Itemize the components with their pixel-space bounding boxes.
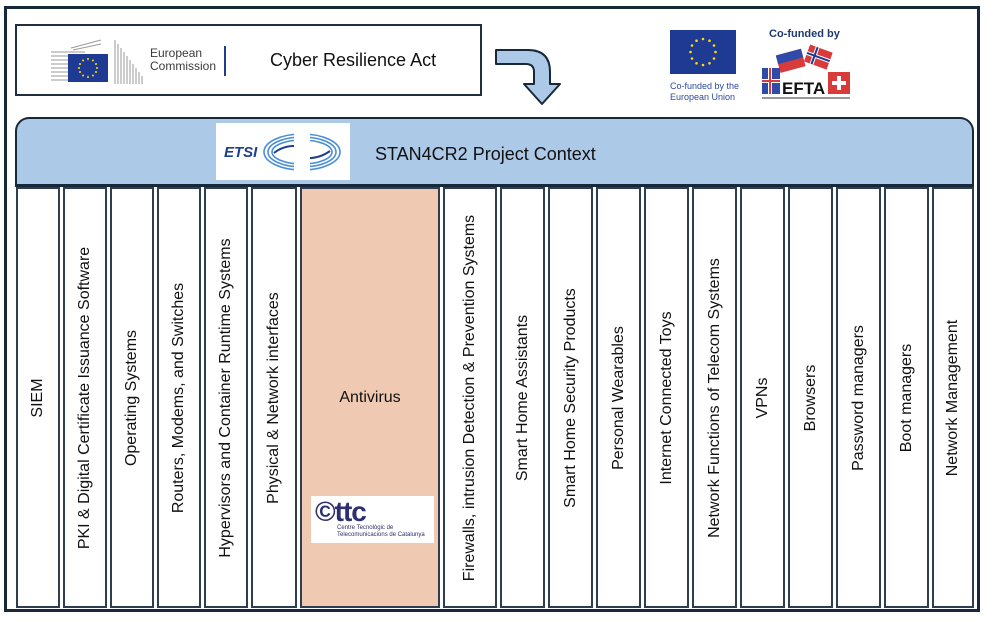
cttc-wordmark: ©ttc <box>315 496 367 527</box>
column-operating-systems: Operating Systems <box>110 187 154 608</box>
curved-arrow-down-icon <box>495 49 561 105</box>
eu-flag-icon <box>670 30 736 74</box>
column-smart-home-assistants: Smart Home Assistants <box>500 187 545 608</box>
column-boot-managers: Boot managers <box>884 187 929 608</box>
cttc-subtitle: Centre Tecnològic de Telecomunicacions d… <box>337 525 425 539</box>
column-label: Network Management <box>944 319 961 476</box>
column-siem: SIEM <box>16 187 60 608</box>
column-firewalls: Firewalls, intrusion Detection & Prevent… <box>443 187 497 608</box>
column-connected-toys: Internet Connected Toys <box>644 187 689 608</box>
cra-title: Cyber Resilience Act <box>270 50 437 70</box>
column-hypervisors: Hypervisors and Container Runtime System… <box>204 187 248 608</box>
efta-cofunded-title: Co-funded by <box>769 28 840 40</box>
european-commission-logo-icon <box>51 39 143 84</box>
outer-frame <box>4 6 980 612</box>
european-commission-text: European Commission <box>150 47 216 73</box>
column-label: Boot managers <box>897 343 915 452</box>
cttc-line-1: Centre Tecnològic de <box>337 525 394 531</box>
ec-line-2: Commission <box>150 59 217 73</box>
column-smart-home-security: Smart Home Security Products <box>548 187 593 608</box>
column-label: Password managers <box>849 324 867 471</box>
column-network-management: Network Management <box>932 187 974 608</box>
eu-caption-line-1: Co-funded by the <box>670 81 740 91</box>
etsi-logo: ETSI <box>216 123 350 180</box>
efta-logo-icon: EFTA <box>762 44 850 99</box>
column-label: Antivirus <box>339 389 401 406</box>
efta-word: EFTA <box>782 79 825 98</box>
context-title: STAN4CR2 Project Context <box>375 144 596 164</box>
column-label: Personal Wearables <box>609 325 627 470</box>
column-label: Firewalls, intrusion Detection & Prevent… <box>461 214 478 581</box>
product-category-columns: SIEM PKI & Digital Certificate Issuance … <box>15 187 974 608</box>
column-label: SIEM <box>29 377 46 418</box>
ec-divider <box>224 46 226 76</box>
column-routers: Routers, Modems, and Switches <box>157 187 201 608</box>
column-label: Network Functions of Telecom Systems <box>705 257 723 538</box>
column-label: VPNs <box>753 377 771 418</box>
column-label: Routers, Modems, and Switches <box>170 282 187 513</box>
column-label: Browsers <box>801 364 819 431</box>
column-label: Physical & Network interfaces <box>265 291 282 504</box>
column-label: Smart Home Assistants <box>513 314 531 481</box>
column-label: Operating Systems <box>123 329 140 466</box>
column-label: Hypervisors and Container Runtime System… <box>217 237 234 558</box>
eu-cofunded-caption: Co-funded by the European Union <box>670 81 739 103</box>
column-password-managers: Password managers <box>836 187 881 608</box>
column-telecom-functions: Network Functions of Telecom Systems <box>692 187 737 608</box>
svg-text:ETSI: ETSI <box>224 144 258 161</box>
column-antivirus: Antivirus ©ttc Centre Tecnològic de Tele… <box>300 187 440 608</box>
column-pki: PKI & Digital Certificate Issuance Softw… <box>63 187 107 608</box>
project-context-banner: ETSI STAN4CR2 Project Context <box>15 117 974 187</box>
cttc-line-2: Telecomunicacions de Catalunya <box>337 532 425 538</box>
column-label: Internet Connected Toys <box>657 310 675 485</box>
column-browsers: Browsers <box>788 187 833 608</box>
column-personal-wearables: Personal Wearables <box>596 187 641 608</box>
etsi-logo-icon: ETSI <box>224 131 341 173</box>
eu-caption-line-2: European Union <box>670 92 736 102</box>
column-label: Smart Home Security Products <box>561 287 579 508</box>
column-label: PKI & Digital Certificate Issuance Softw… <box>76 246 93 549</box>
cttc-logo: ©ttc Centre Tecnològic de Telecomunicaci… <box>311 496 434 543</box>
column-vpns: VPNs <box>740 187 785 608</box>
ec-line-1: European <box>150 46 203 60</box>
column-physical-network: Physical & Network interfaces <box>251 187 297 608</box>
cra-header-box: European Commission Cyber Resilience Act <box>15 24 482 96</box>
